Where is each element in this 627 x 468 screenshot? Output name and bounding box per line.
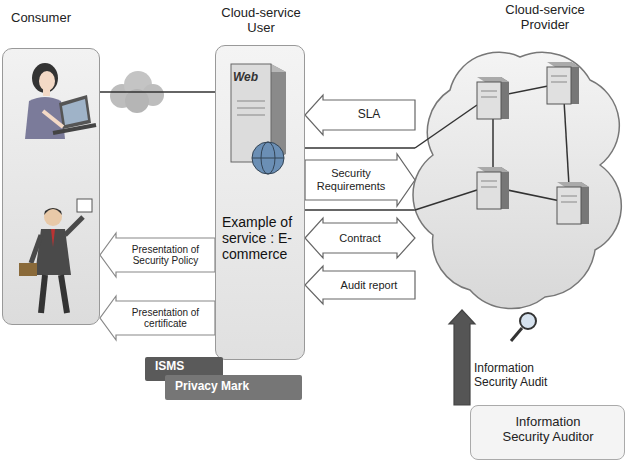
arrow-label: Audit report (326, 279, 412, 292)
block-arrow (305, 95, 415, 135)
edge-label-holder: Presentation of certificate (119, 307, 212, 330)
icon-label: Web (233, 71, 258, 85)
auditor-box: Information Security Auditor (470, 405, 625, 460)
text-holder: Consumer (11, 11, 111, 26)
node-heading: Consumer (11, 11, 111, 26)
block-arrow (305, 266, 415, 304)
edge-label-holder: SLA (326, 108, 412, 122)
arrow-label: Information Security Audit (474, 362, 574, 390)
text-holder: Cloud-service User (211, 6, 311, 36)
node-heading: Cloud-service Provider (485, 3, 605, 33)
edge-label-holder: Audit report (326, 279, 412, 292)
magnifier-icon (511, 313, 536, 341)
edge-label-holder: Information Security Audit (474, 362, 574, 390)
text-holder: Cloud-service Provider (485, 3, 605, 33)
edge-label-holder: Contract (326, 232, 394, 245)
arrow-label: Contract (326, 232, 394, 245)
consumer-box: Consumer (2, 48, 100, 325)
block-arrow (305, 218, 415, 258)
arrow-label: Security Requirements (308, 167, 394, 192)
label-holder: Web (233, 71, 258, 85)
provider-cloud (415, 35, 625, 310)
edge-label-holder: Security Requirements (308, 167, 394, 192)
text-holder: Information Security Auditor (494, 415, 602, 445)
block-arrow (100, 233, 215, 277)
consumer-illustration (3, 49, 101, 326)
text-holder: Privacy Mark (175, 380, 297, 394)
edge-label-holder: Presentation of Security Policy (119, 244, 212, 267)
text-holder: ISMS (155, 360, 217, 374)
block-arrow (449, 310, 475, 405)
node-heading: Information Security Auditor (494, 415, 602, 445)
certification-tab: Privacy Mark (165, 375, 302, 400)
network-line (305, 147, 415, 149)
node-heading: Cloud-service User (211, 6, 311, 36)
cloud-user-box: Cloud-service UserExample of service : E… (215, 45, 305, 360)
arrow-label: SLA (326, 108, 412, 122)
network-line (100, 91, 215, 93)
block-arrow (305, 154, 415, 206)
block-arrow (100, 296, 215, 340)
web-server-icon (216, 46, 306, 361)
node-heading: Privacy Mark (175, 380, 297, 394)
node-heading: ISMS (155, 360, 217, 374)
text-holder: Example of service : E-commerce (222, 214, 302, 262)
arrow-label: Presentation of certificate (119, 307, 212, 330)
network-line (305, 209, 415, 211)
node-text: Example of service : E-commerce (222, 214, 302, 262)
cloud-provider: Cloud-service Provider (415, 35, 625, 310)
arrow-label: Presentation of Security Policy (119, 244, 212, 267)
